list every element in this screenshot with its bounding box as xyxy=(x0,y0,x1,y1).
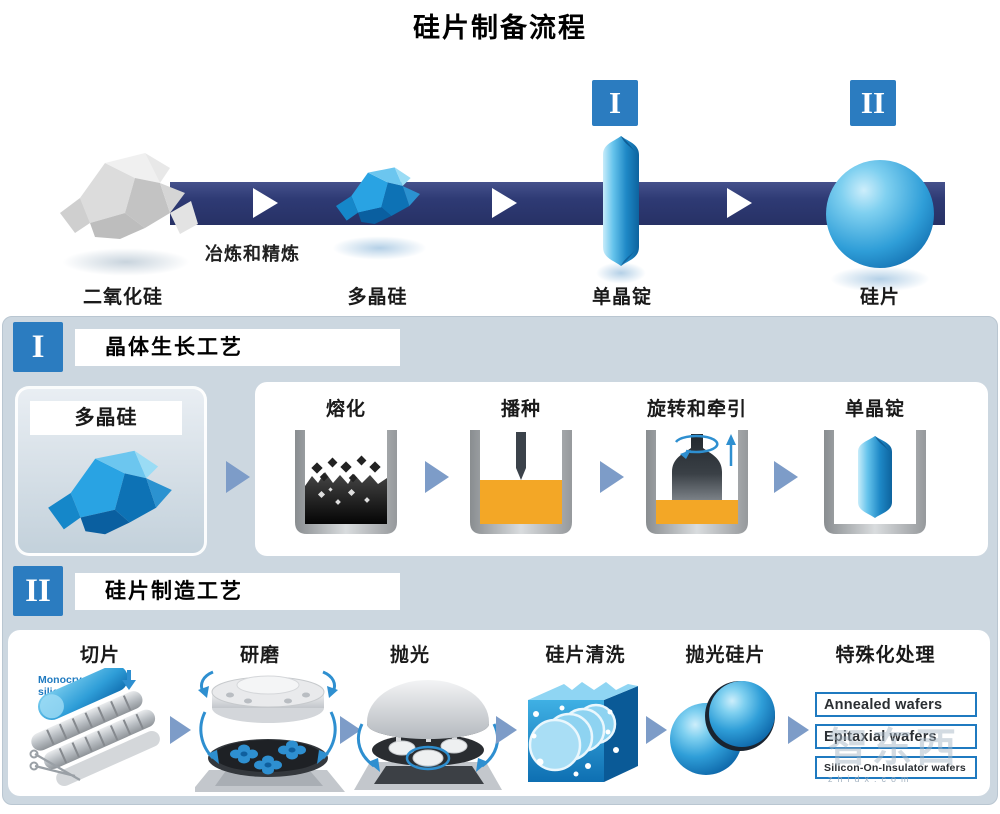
ingot-crucible-icon xyxy=(824,430,926,534)
step-label: 抛光硅片 xyxy=(685,645,766,666)
step-label: 单晶锭 xyxy=(844,399,905,420)
step-arrow-icon xyxy=(788,716,809,744)
step-arrow-icon xyxy=(646,716,667,744)
input-label: 多晶硅 xyxy=(30,401,182,435)
step-arrow-icon xyxy=(226,461,250,493)
reflection xyxy=(332,236,427,260)
step-arrow-icon xyxy=(340,716,361,744)
step-arrow-icon xyxy=(170,716,191,744)
seeding-crucible-icon xyxy=(470,430,572,534)
step-label: 特殊化处理 xyxy=(835,645,936,666)
polysilicon-rock-icon xyxy=(48,450,172,535)
step-label: 播种 xyxy=(500,399,541,420)
stage-1-badge: I xyxy=(592,80,638,126)
lapping-machine-icon xyxy=(195,670,345,792)
polished-wafers-icon xyxy=(670,681,775,775)
polishing-machine-icon xyxy=(354,680,502,790)
step-label: 切片 xyxy=(79,645,120,666)
step-arrow-icon xyxy=(425,461,449,493)
flow-item-label: 多晶硅 xyxy=(347,287,408,308)
reflection xyxy=(830,266,930,292)
step-arrow-icon xyxy=(774,461,798,493)
transition-label: 冶炼和精炼 xyxy=(205,244,300,264)
soi-wafers-box: Silicon-On-Insulator wafers xyxy=(815,756,977,779)
step-label: 熔化 xyxy=(325,399,366,420)
section2-title: 硅片制造工艺 xyxy=(75,573,400,610)
flow-arrow-icon xyxy=(492,188,517,218)
flow-item-label: 二氧化硅 xyxy=(82,287,163,308)
reflection xyxy=(62,248,190,276)
reflection xyxy=(596,262,646,284)
step-arrow-icon xyxy=(496,716,517,744)
step-label: 抛光 xyxy=(389,645,430,666)
flow-arrow-icon xyxy=(727,188,752,218)
step-label: 硅片清洗 xyxy=(545,645,626,666)
polysilicon-rock-icon xyxy=(336,167,420,224)
section1-badge: I xyxy=(13,322,63,372)
melting-crucible-icon xyxy=(295,430,397,534)
page-title: 硅片制备流程 xyxy=(413,13,587,43)
section2-badge: II xyxy=(13,566,63,616)
wafer-sphere-icon xyxy=(826,160,934,268)
step-arrow-icon xyxy=(600,461,624,493)
polysilicon-input-card: 多晶硅 xyxy=(15,386,207,556)
pulling-crucible-icon xyxy=(646,430,748,534)
step-label: 旋转和牵引 xyxy=(646,399,747,420)
silica-rock-icon xyxy=(60,153,198,239)
flow-item-label: 单晶锭 xyxy=(591,287,652,308)
flow-item-label: 硅片 xyxy=(859,287,900,308)
step-label: 研磨 xyxy=(239,645,280,666)
stage-2-badge: II xyxy=(850,80,896,126)
ingot-icon xyxy=(603,136,639,266)
wire-saw-icon xyxy=(29,668,160,787)
epitaxial-wafers-box: Epitaxial wafers xyxy=(815,724,977,749)
annealed-wafers-box: Annealed wafers xyxy=(815,692,977,717)
cleaning-tank-icon xyxy=(528,682,638,782)
section1-title: 晶体生长工艺 xyxy=(75,329,400,366)
flow-arrow-icon xyxy=(253,188,278,218)
flow-band xyxy=(170,182,945,225)
